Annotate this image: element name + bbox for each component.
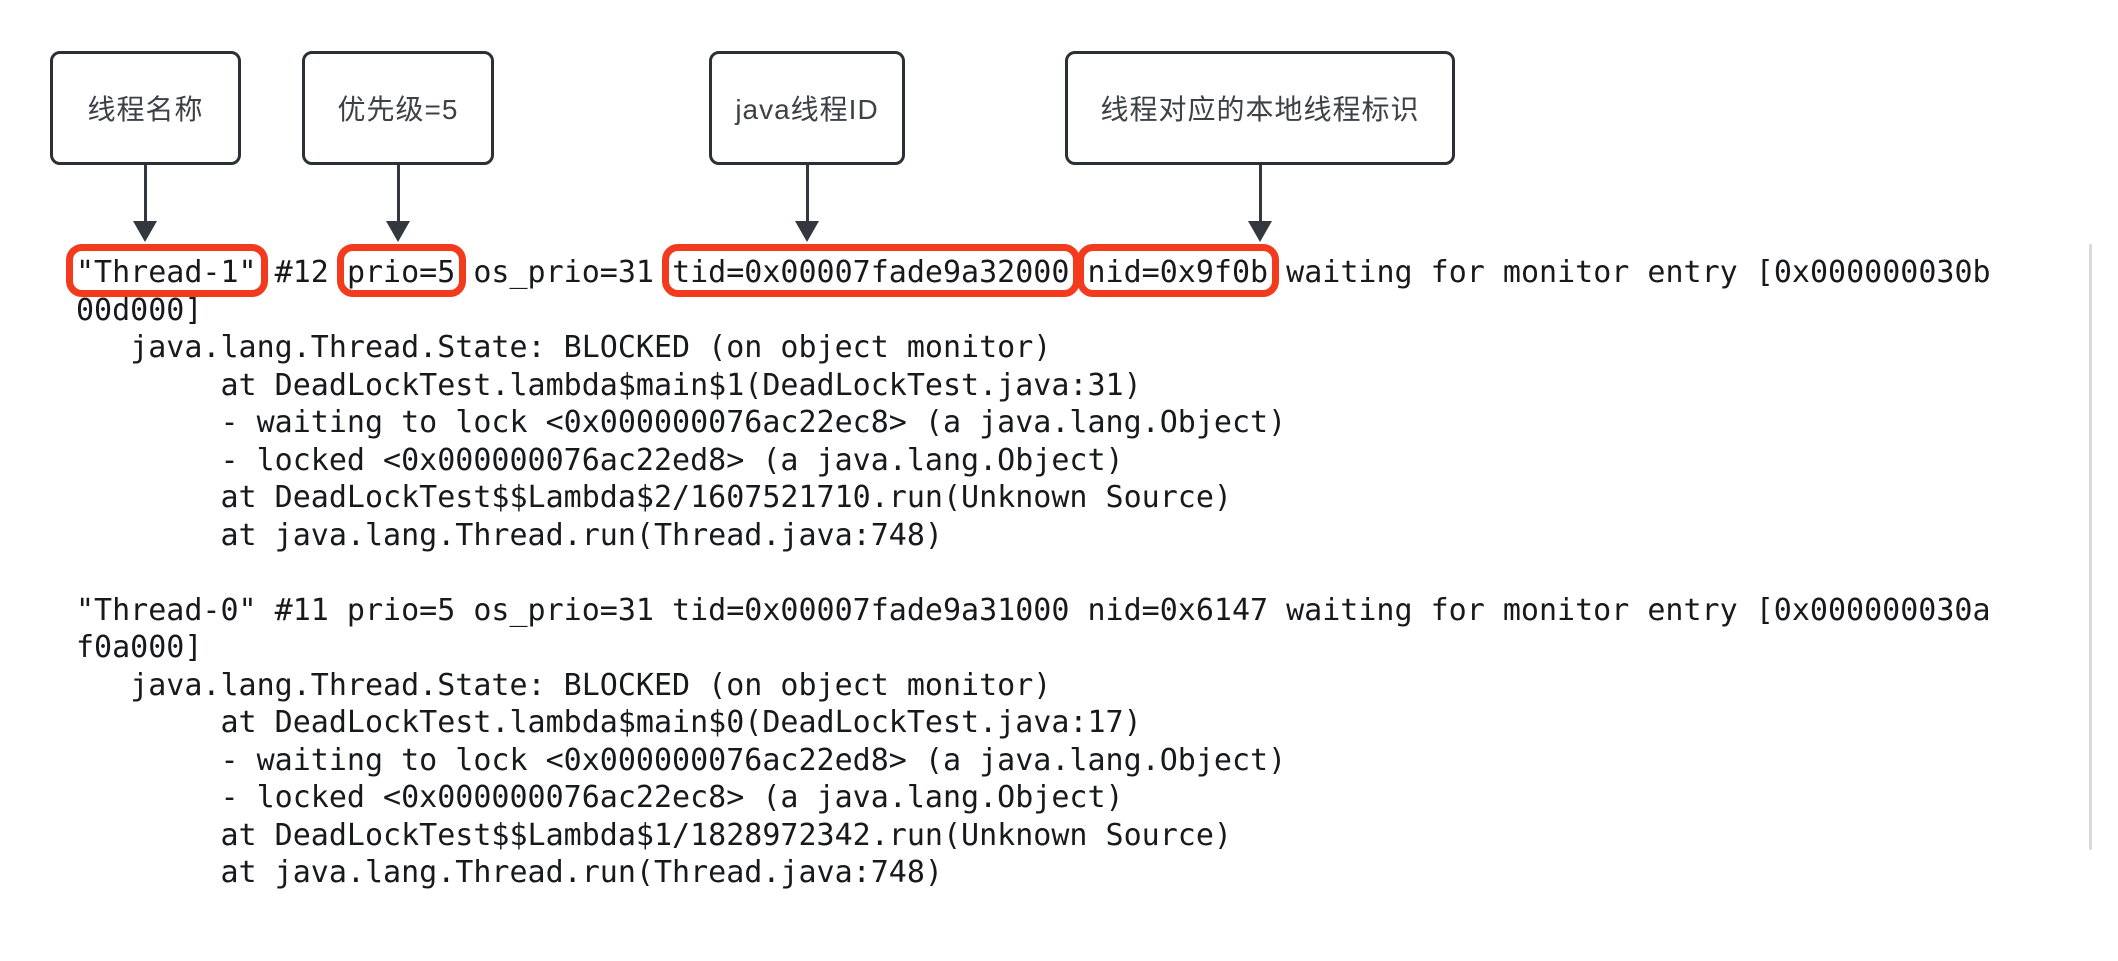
annotation-label: 优先级=5	[337, 94, 459, 125]
stack-line: at DeadLockTest.lambda$main$1(DeadLockTe…	[76, 367, 1142, 403]
stack-line: at DeadLockTest$$Lambda$1/1828972342.run…	[76, 817, 1232, 853]
stack-line: - waiting to lock <0x000000076ac22ec8> (…	[76, 405, 1287, 440]
arrow-line-native-thread-id	[1258, 165, 1262, 222]
arrow-head-priority	[386, 221, 410, 242]
arrow-line-priority	[396, 165, 400, 222]
arrow-head-native-thread-id	[1248, 221, 1272, 242]
stack-line: at DeadLockTest.lambda$main$0(DeadLockTe…	[76, 705, 1142, 740]
dump-text-segment: os_prio=31	[455, 255, 673, 290]
stack-line: at DeadLockTest$$Lambda$2/1607521710.run…	[76, 480, 1232, 515]
dump-text-segment	[1069, 255, 1087, 290]
stack-line: java.lang.Thread.State: BLOCKED (on obje…	[76, 667, 1052, 703]
stack-line: at java.lang.Thread.run(Thread.java:748)	[76, 517, 943, 553]
thread-name-token: "Thread-1"	[76, 255, 257, 290]
annotation-box-thread-name: 线程名称	[50, 51, 241, 165]
stack-line: - locked <0x000000076ac22ec8> (a java.la…	[76, 780, 1124, 815]
arrow-head-thread-name	[133, 221, 157, 242]
stack-line: java.lang.Thread.State: BLOCKED (on obje…	[76, 330, 1052, 365]
right-divider	[2089, 244, 2092, 850]
annotation-box-java-thread-id: java线程ID	[709, 51, 905, 165]
annotation-label: 线程对应的本地线程标识	[1100, 94, 1420, 125]
dump-text-segment: waiting for monitor entry [0x000000030b0…	[76, 255, 1991, 328]
dump-text-segment: "Thread-0" #11 prio=5 os_prio=31 tid=0x0…	[76, 592, 1991, 666]
nid-token: nid=0x9f0b	[1087, 255, 1269, 290]
stack-line: at java.lang.Thread.run(Thread.java:748)	[76, 855, 943, 890]
priority-token: prio=5	[346, 255, 456, 290]
annotation-box-priority: 优先级=5	[302, 51, 494, 165]
dump-text-segment: #12	[256, 255, 347, 290]
stack-line: - locked <0x000000076ac22ed8> (a java.la…	[76, 442, 1124, 478]
annotation-box-native-thread-id: 线程对应的本地线程标识	[1065, 51, 1455, 165]
arrow-head-java-thread-id	[795, 221, 819, 242]
annotation-label: java线程ID	[735, 94, 879, 125]
thread-dump-text: "Thread-1" #12 prio=5 os_prio=31 tid=0x0…	[76, 254, 1998, 892]
annotation-label: 线程名称	[87, 94, 204, 125]
stack-line: - waiting to lock <0x000000076ac22ed8> (…	[76, 742, 1287, 778]
arrow-line-java-thread-id	[805, 165, 809, 222]
tid-token: tid=0x00007fade9a32000	[672, 255, 1070, 290]
arrow-line-thread-name	[143, 165, 147, 222]
